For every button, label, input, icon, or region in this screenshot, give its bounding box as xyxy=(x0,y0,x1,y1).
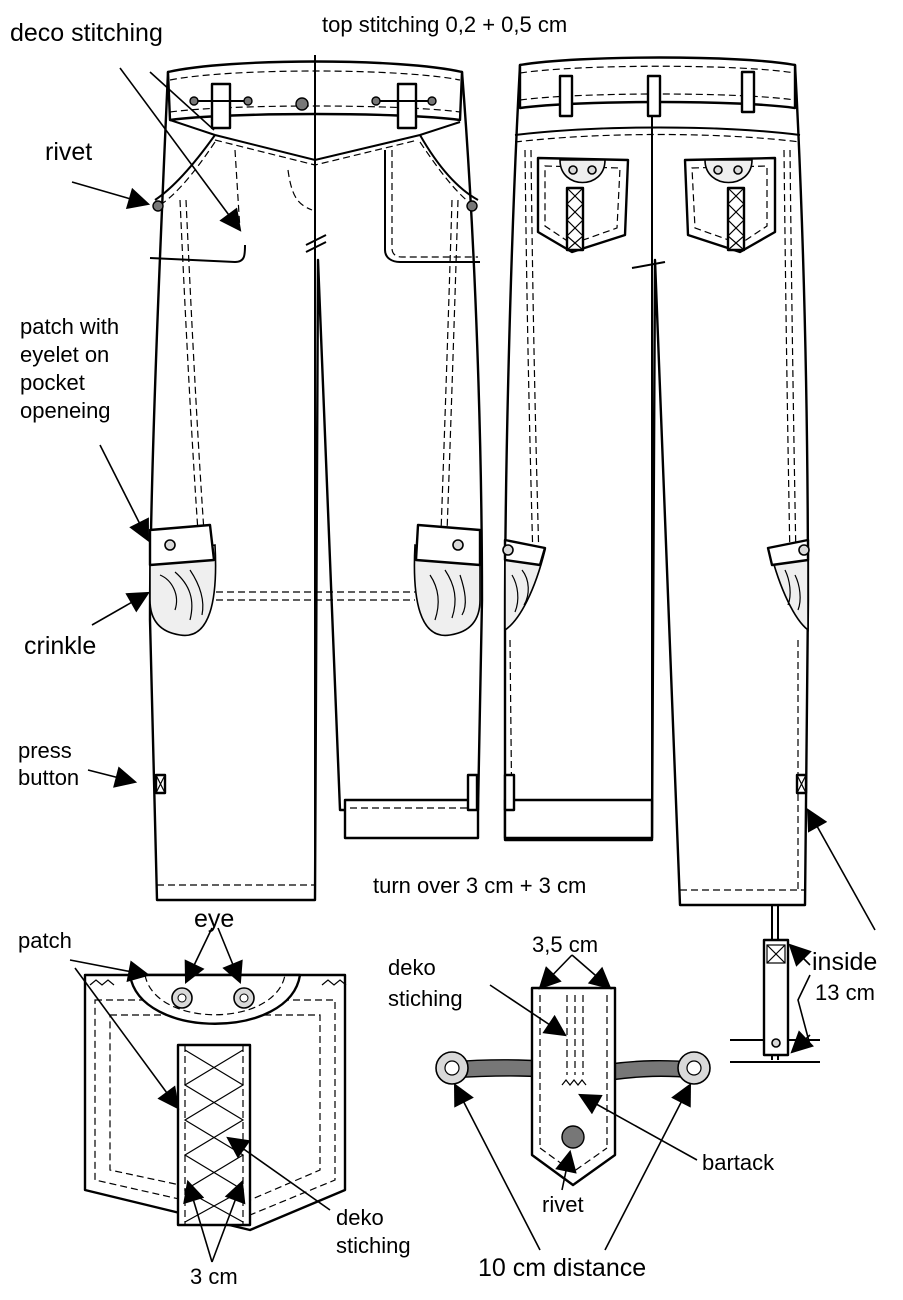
front-cargo-pocket-right xyxy=(413,523,482,637)
tab-rivet xyxy=(561,1125,585,1149)
labels: top stitching 0,2 + 0,5 cm deco stitchin… xyxy=(10,12,877,1289)
front-rivet-right xyxy=(466,200,478,212)
label-3-cm: 3 cm xyxy=(190,1264,238,1289)
label-bartack: bartack xyxy=(702,1150,775,1175)
front-cargo-pocket-left xyxy=(148,523,217,637)
label-deko-pocket-1: deko xyxy=(336,1205,384,1230)
label-top-stitching: top stitching 0,2 + 0,5 cm xyxy=(322,12,567,37)
back-pocket-detail xyxy=(83,973,347,1232)
front-belt-loop-right xyxy=(396,82,418,130)
label-press-button-1: press xyxy=(18,738,72,763)
front-button xyxy=(295,97,309,111)
label-rivet-front: rivet xyxy=(45,138,92,166)
label-13-cm: 13 cm xyxy=(815,980,875,1005)
eye-patch xyxy=(128,973,302,1025)
back-pocket-right xyxy=(683,156,777,254)
front-belt-loop-left xyxy=(210,82,232,130)
back-cargo-pocket-left xyxy=(502,538,547,632)
label-deko-tab-2: stiching xyxy=(388,986,463,1011)
front-view xyxy=(148,55,484,902)
label-patch-eyelet-3: pocket xyxy=(20,370,85,395)
label-crinkle: crinkle xyxy=(24,632,96,660)
label-rivet-tab: rivet xyxy=(542,1192,584,1217)
front-rivet-left xyxy=(152,200,164,212)
label-deko-pocket-2: stiching xyxy=(336,1233,411,1258)
label-patch-eyelet-4: openeing xyxy=(20,398,111,423)
front-turn-up-right xyxy=(343,798,480,840)
label-patch-eyelet-2: eyelet on xyxy=(20,342,109,367)
laced-strip xyxy=(176,1043,252,1227)
inside-tab-detail xyxy=(730,905,820,1063)
leader-lines xyxy=(69,67,876,1263)
tab-detail xyxy=(435,986,711,1187)
label-turn-over: turn over 3 cm + 3 cm xyxy=(373,873,586,898)
back-trousers-outline xyxy=(503,63,810,907)
label-patch-eyelet-1: patch with xyxy=(20,314,119,339)
label-patch: patch xyxy=(18,928,72,953)
label-inside: inside xyxy=(812,948,877,976)
back-view xyxy=(502,56,810,907)
label-eye: eye xyxy=(194,905,234,933)
label-deco-stitching: deco stitching xyxy=(10,19,163,47)
back-pocket-left xyxy=(536,156,630,254)
back-cargo-pocket-right xyxy=(766,538,810,632)
label-3-5-cm: 3,5 cm xyxy=(532,932,598,957)
label-press-button-2: button xyxy=(18,765,79,790)
label-deko-tab-1: deko xyxy=(388,955,436,980)
label-10-cm-distance: 10 cm distance xyxy=(478,1254,646,1282)
